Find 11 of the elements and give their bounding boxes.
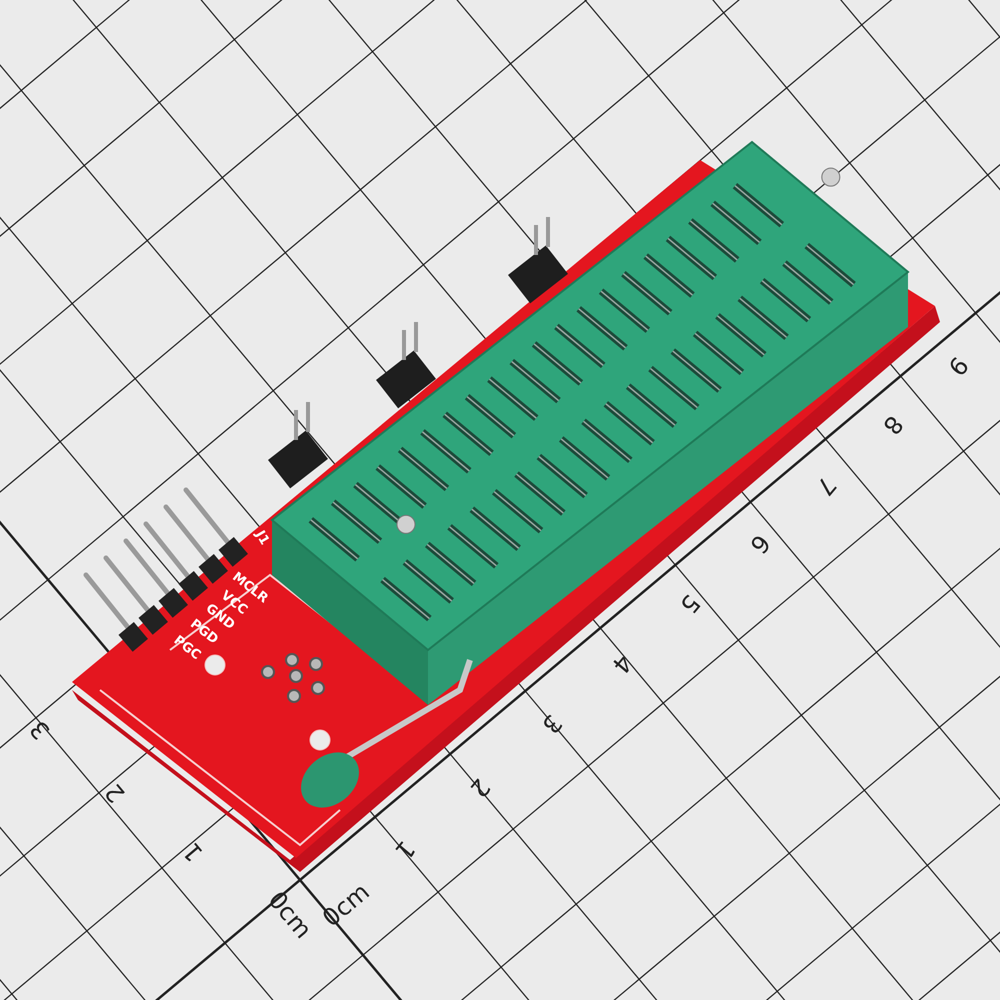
ruler-number: 7 xyxy=(812,472,840,500)
ruler-number: 3 xyxy=(26,716,54,744)
ruler-number: 9 xyxy=(944,352,972,380)
ruler-number: 1 xyxy=(178,838,208,866)
pin-label: J1 xyxy=(252,528,272,548)
ruler-number: 0cm xyxy=(318,879,374,931)
ruler-number: 2 xyxy=(100,779,130,807)
ruler-number: 8 xyxy=(878,411,908,439)
ruler-number: 6 xyxy=(746,530,774,558)
ruler-number: 5 xyxy=(676,590,704,618)
ruler-number: 4 xyxy=(608,650,636,678)
